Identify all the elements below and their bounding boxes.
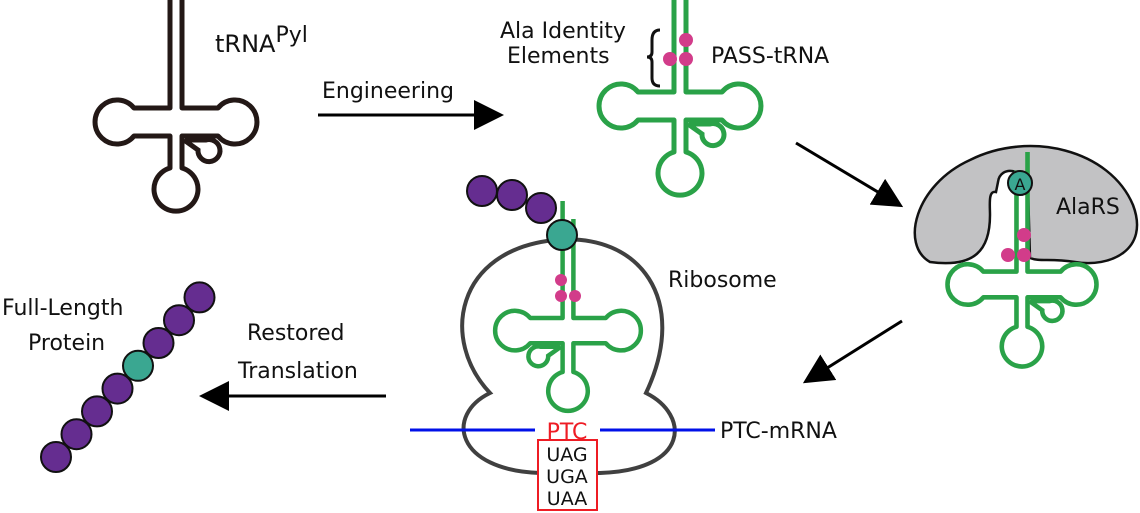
amino-acid	[40, 441, 72, 473]
ala-identity-label-2: Elements	[507, 44, 610, 69]
stop-codon: UGA	[546, 466, 588, 488]
ribosome-label: Ribosome	[668, 268, 777, 293]
identity-dot	[1017, 228, 1031, 242]
amino-acid	[101, 372, 134, 405]
trna-pyl-label: tRNAPyl	[215, 23, 308, 58]
brace	[646, 28, 661, 88]
alanine-residue	[1007, 170, 1033, 196]
ptc-mrna-label: PTC-mRNA	[720, 419, 837, 444]
amino-acid	[466, 175, 498, 207]
amino-acid	[60, 418, 93, 451]
delivery-arrow	[802, 319, 903, 384]
alanine-residue	[122, 349, 154, 382]
stop-codon: UAG	[546, 444, 587, 466]
identity-dot	[1001, 248, 1015, 262]
stop-codon-box	[537, 439, 598, 511]
engineering-label: Engineering	[322, 79, 454, 104]
identity-dot	[569, 290, 581, 302]
ribosome-identity-dots	[555, 274, 581, 302]
amino-acid	[496, 179, 528, 211]
restored-label-1: Restored	[247, 321, 344, 346]
amino-acid	[81, 395, 113, 428]
ala-identity-label-1: Ala Identity	[500, 19, 626, 44]
identity-dot	[555, 274, 567, 286]
alanine-letter: A	[1015, 175, 1026, 194]
full-length-label-2: Protein	[28, 331, 105, 356]
amino-acid	[142, 327, 175, 359]
restored-label-2: Translation	[237, 359, 358, 384]
identity-dot	[663, 52, 677, 66]
alanine-residue	[546, 219, 578, 251]
amino-acid	[183, 281, 216, 314]
identity-dot	[1017, 248, 1031, 262]
alars-identity-dots	[1001, 228, 1031, 262]
stop-codon: UAA	[547, 488, 587, 510]
alars-label: AlaRS	[1056, 195, 1120, 220]
amino-acid	[525, 192, 557, 224]
nascent-peptide	[466, 175, 578, 251]
full-length-label-1: Full-Length	[2, 296, 123, 321]
identity-dot	[679, 52, 693, 66]
identity-dot	[679, 33, 693, 47]
charging-arrow	[795, 141, 904, 208]
amino-acid	[163, 304, 195, 337]
full-length-protein	[40, 281, 216, 473]
ribosome	[460, 237, 677, 475]
identity-elements	[663, 33, 693, 66]
identity-dot	[555, 290, 567, 302]
pass-trna-label: PASS-tRNA	[711, 44, 829, 69]
